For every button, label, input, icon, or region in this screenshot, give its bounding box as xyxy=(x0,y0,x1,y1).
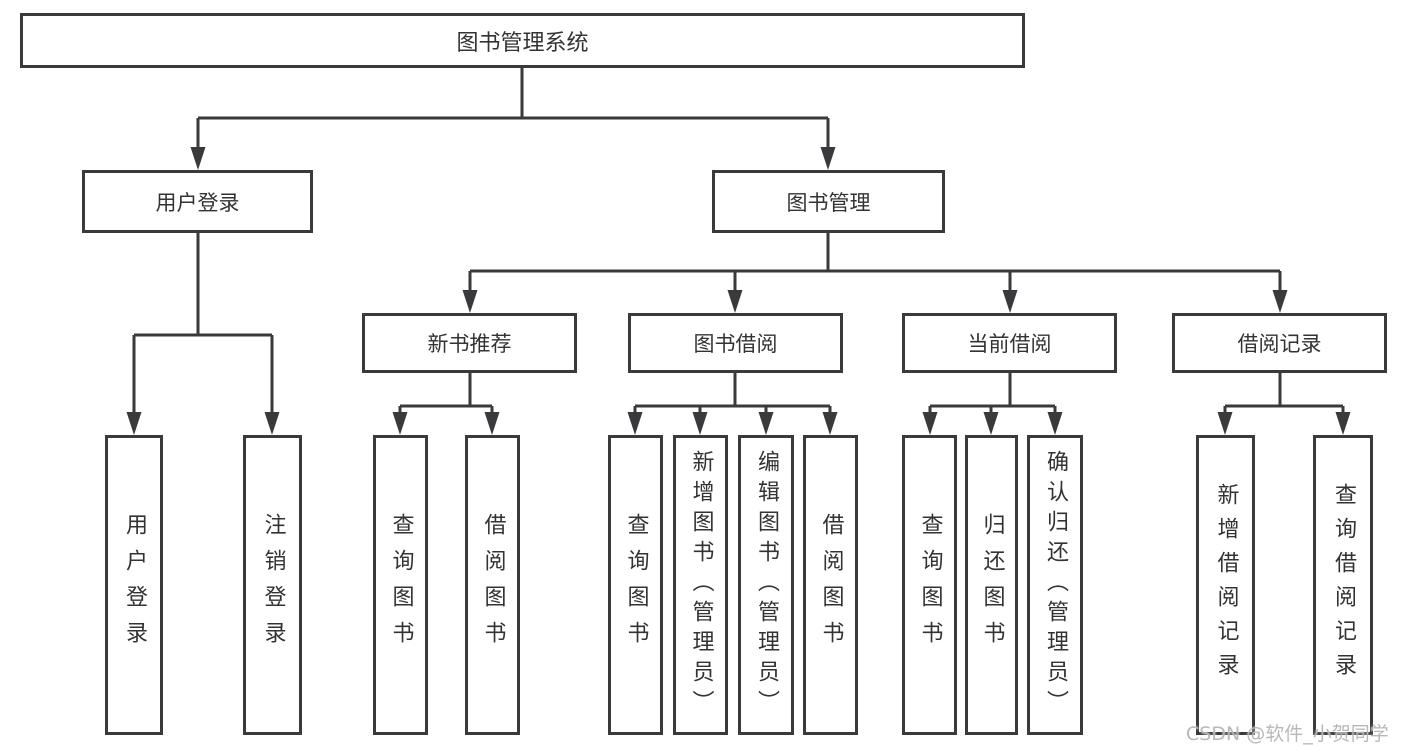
node-label: 查询图书 xyxy=(917,513,943,657)
node-label: 图书管理 xyxy=(786,190,871,215)
node-book-management: 图书管理 xyxy=(712,170,945,233)
node-label: 新书推荐 xyxy=(427,332,512,356)
node-label: 当前借阅 xyxy=(967,332,1052,356)
node-book-borrowing: 图书借阅 xyxy=(628,313,843,373)
node-label: 查询借阅记录 xyxy=(1331,483,1356,687)
node-new-book-recommendation: 新书推荐 xyxy=(362,313,577,373)
leaf-add-borrow-record: 新增借阅记录 xyxy=(1196,435,1255,735)
node-label: 查询图书 xyxy=(388,513,414,657)
node-user-login: 用户登录 xyxy=(82,170,313,233)
node-current-borrowing: 当前借阅 xyxy=(902,313,1117,373)
leaf-borrow-books-recommend: 借阅图书 xyxy=(465,435,520,735)
leaf-query-books-current: 查询图书 xyxy=(902,435,957,735)
leaf-add-book-admin: 新增图书（管理员） xyxy=(673,435,728,735)
node-borrowing-records: 借阅记录 xyxy=(1172,313,1387,373)
watermark: CSDN @软件_小贺同学 xyxy=(1186,723,1389,745)
node-label: 用户登录 xyxy=(122,513,147,657)
node-label: 新增图书（管理员） xyxy=(688,450,714,720)
leaf-query-books-recommend: 查询图书 xyxy=(373,435,428,735)
leaf-borrow-books-borrowing: 借阅图书 xyxy=(803,435,858,735)
leaf-query-borrow-record: 查询借阅记录 xyxy=(1313,435,1373,735)
node-label: 新增借阅记录 xyxy=(1213,483,1239,687)
leaf-confirm-return-admin: 确认归还（管理员） xyxy=(1027,435,1083,735)
leaf-query-books-borrowing: 查询图书 xyxy=(608,435,663,735)
node-label: 图书借阅 xyxy=(693,332,778,356)
node-label: 查询图书 xyxy=(623,513,649,657)
leaf-edit-book-admin: 编辑图书（管理员） xyxy=(738,435,794,735)
node-label: 借阅图书 xyxy=(818,513,844,657)
node-label: 借阅图书 xyxy=(480,513,506,657)
node-label: 注销登录 xyxy=(260,513,286,657)
node-label: 图书管理系统 xyxy=(456,30,589,56)
node-label: 确认归还（管理员） xyxy=(1043,450,1068,720)
leaf-user-login: 用户登录 xyxy=(105,435,163,735)
node-label: 借阅记录 xyxy=(1237,332,1322,356)
node-library-management-system: 图书管理系统 xyxy=(20,13,1025,68)
node-label: 用户登录 xyxy=(155,190,240,215)
node-label: 编辑图书（管理员） xyxy=(754,450,779,720)
node-label: 归还图书 xyxy=(979,513,1005,657)
leaf-logout: 注销登录 xyxy=(243,435,302,735)
leaf-return-books: 归还图书 xyxy=(965,435,1018,735)
